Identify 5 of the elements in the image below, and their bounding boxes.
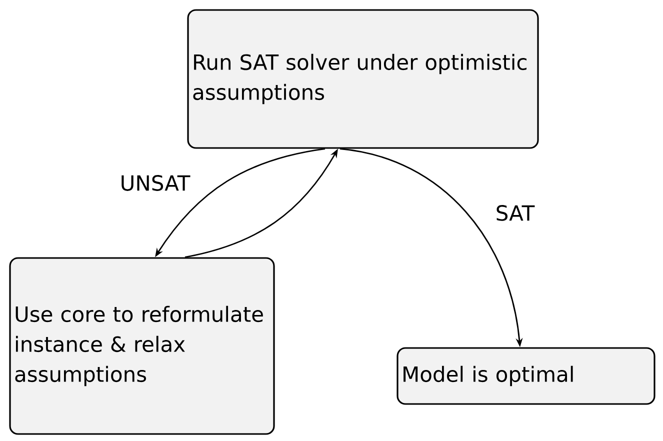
edge-label: SAT xyxy=(496,205,535,221)
process-box: Use core to reformulate instance & relax assumptions xyxy=(9,257,275,435)
process-box: Model is optimal xyxy=(396,347,656,405)
edge-label: UNSAT xyxy=(122,175,190,191)
process-box: Run SAT solver under optimistic assumptions xyxy=(187,9,539,149)
